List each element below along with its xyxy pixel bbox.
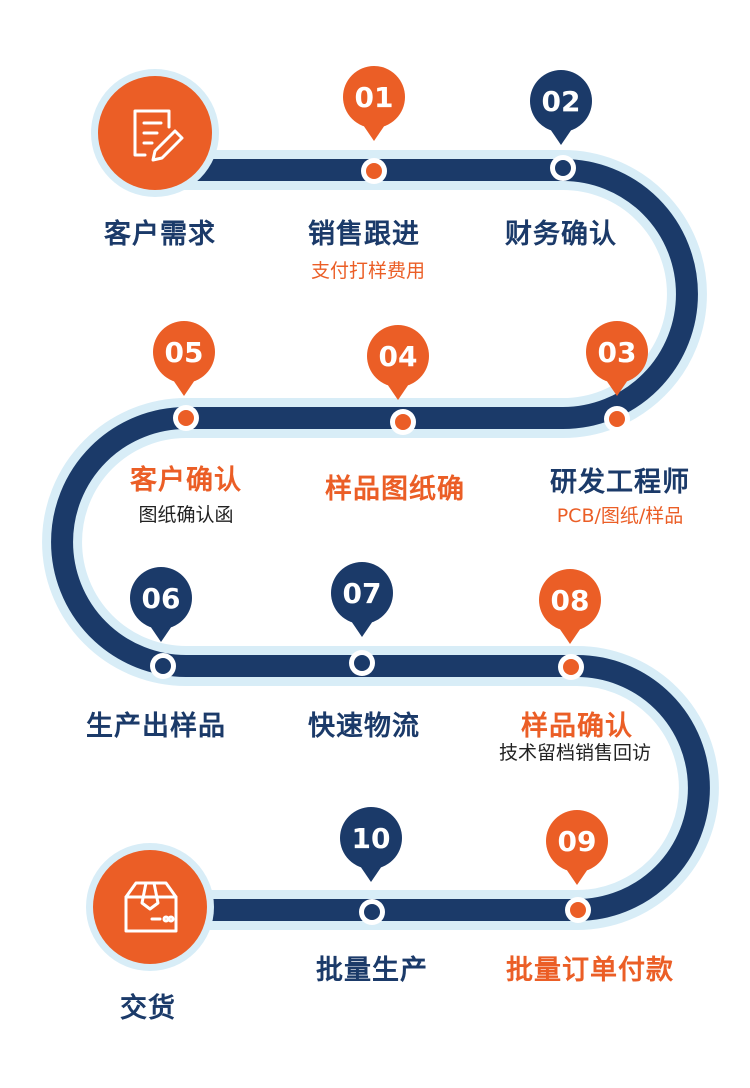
step-01-title: 销售跟进 [308,219,420,250]
step-08-title: 样品确认 [521,711,633,742]
step-03-subtitle: PCB/图纸/样品 [556,505,684,527]
end-circle [86,843,214,971]
start-circle [91,69,219,197]
step-04-pin: 04 [367,325,429,400]
step-02-title: 财务确认 [505,219,617,250]
step-02-node [550,155,576,181]
step-09-pin: 09 [546,810,608,885]
step-08-node [558,654,584,680]
step-04-node [390,409,416,435]
step-10-number: 10 [352,822,391,855]
step-01-pin: 01 [343,66,405,141]
step-07-pin: 07 [331,562,393,637]
step-10-pin: 10 [340,807,402,882]
step-10-title: 批量生产 [316,955,428,986]
step-07-number: 07 [343,577,382,610]
step-06-title: 生产出样品 [86,711,226,742]
road-track [51,159,710,921]
step-05-pin: 05 [153,321,215,396]
step-04-number: 04 [379,340,418,373]
step-09-node [565,897,591,923]
step-01-number: 01 [355,81,394,114]
step-09-number: 09 [558,825,597,858]
step-01-subtitle: 支付打样费用 [310,260,426,282]
step-08-number: 08 [551,584,590,617]
step-04-title: 样品图纸确 [325,474,465,505]
step-05-node [173,405,199,431]
step-09-title: 批量订单付款 [506,955,674,986]
step-07-title: 快速物流 [308,711,420,742]
step-03-number: 03 [598,336,637,369]
document-edit-icon [133,109,184,162]
step-03-pin: 03 [586,321,648,396]
step-02-pin: 02 [530,70,592,145]
step-06-node [150,653,176,679]
step-05-number: 05 [165,336,204,369]
step-05-subtitle: 图纸确认函 [138,504,234,526]
start-title: 客户需求 [104,219,216,250]
step-03-node [604,406,630,432]
step-10-node [359,899,385,925]
end-title: 交货 [120,993,176,1024]
step-07-node [349,650,375,676]
step-08-subtitle: 技术留档销售回访 [498,742,652,764]
step-06-number: 06 [142,582,181,615]
step-01-node [361,158,387,184]
step-06-pin: 06 [130,567,192,642]
package-box-icon [124,881,178,933]
step-08-pin: 08 [539,569,601,644]
step-02-number: 02 [542,85,581,118]
step-05-title: 客户确认 [130,465,242,496]
step-03-title: 研发工程师 [550,467,690,498]
